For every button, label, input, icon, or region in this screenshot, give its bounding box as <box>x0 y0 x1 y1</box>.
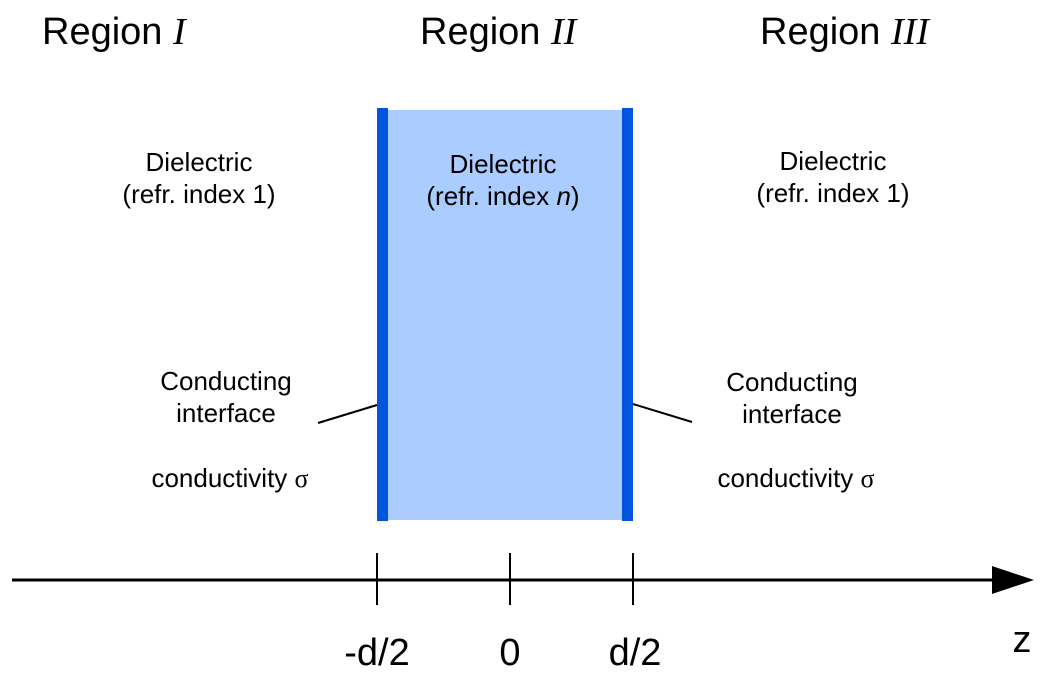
region-2-title: Region II <box>420 10 576 54</box>
region-2-prefix: Region <box>420 11 551 53</box>
region-1-title: Region I <box>42 10 186 54</box>
right-medium-label: Dielectric (refr. index 1) <box>722 145 944 209</box>
tick-label-half-d: d/2 <box>608 632 662 674</box>
tick-label-zero: 0 <box>499 632 521 674</box>
left-conductivity-label: conductivity σ <box>110 462 350 495</box>
right-interface-label: Conducting interface <box>692 366 892 430</box>
left-interface-line2: interface <box>176 398 276 428</box>
left-medium-line1: Dielectric <box>145 147 253 177</box>
right-interface-line2: interface <box>742 399 842 429</box>
middle-medium-line2-suffix: ) <box>570 181 580 211</box>
middle-medium-line2: (refr. index n) <box>392 180 614 212</box>
refractive-index-symbol: n <box>556 181 571 211</box>
region-3-prefix: Region <box>760 11 891 53</box>
middle-medium-line1: Dielectric <box>449 149 557 179</box>
left-medium-line2: (refr. index 1) <box>122 179 276 209</box>
right-medium-line1: Dielectric <box>779 146 887 176</box>
left-sigma-symbol: σ <box>294 464 309 493</box>
right-conductivity-label: conductivity σ <box>676 462 916 495</box>
right-interface-pointer <box>632 403 693 423</box>
right-medium-line2: (refr. index 1) <box>756 178 910 208</box>
right-conductivity-text: conductivity <box>717 463 861 493</box>
region-3-numeral: III <box>890 11 929 53</box>
left-interface-pointer <box>317 404 378 424</box>
dielectric-slab <box>382 110 628 520</box>
z-axis-label: z <box>1012 619 1032 661</box>
left-interface-line1: Conducting <box>160 366 292 396</box>
left-conductivity-text: conductivity <box>151 463 295 493</box>
right-sigma-symbol: σ <box>860 464 875 493</box>
right-conducting-interface <box>622 108 633 521</box>
region-1-prefix: Region <box>42 11 173 53</box>
z-axis-arrowhead <box>992 566 1034 594</box>
middle-medium-label: Dielectric (refr. index n) <box>392 148 614 212</box>
left-medium-label: Dielectric (refr. index 1) <box>88 146 310 210</box>
region-1-numeral: I <box>172 11 186 53</box>
left-interface-label: Conducting interface <box>126 365 326 429</box>
right-interface-line1: Conducting <box>726 367 858 397</box>
region-3-title: Region III <box>760 10 929 54</box>
left-conducting-interface <box>377 108 388 521</box>
middle-medium-line2-prefix: (refr. index <box>426 181 557 211</box>
tick-label-minus-half-d: -d/2 <box>344 632 410 674</box>
region-2-numeral: II <box>550 11 577 53</box>
